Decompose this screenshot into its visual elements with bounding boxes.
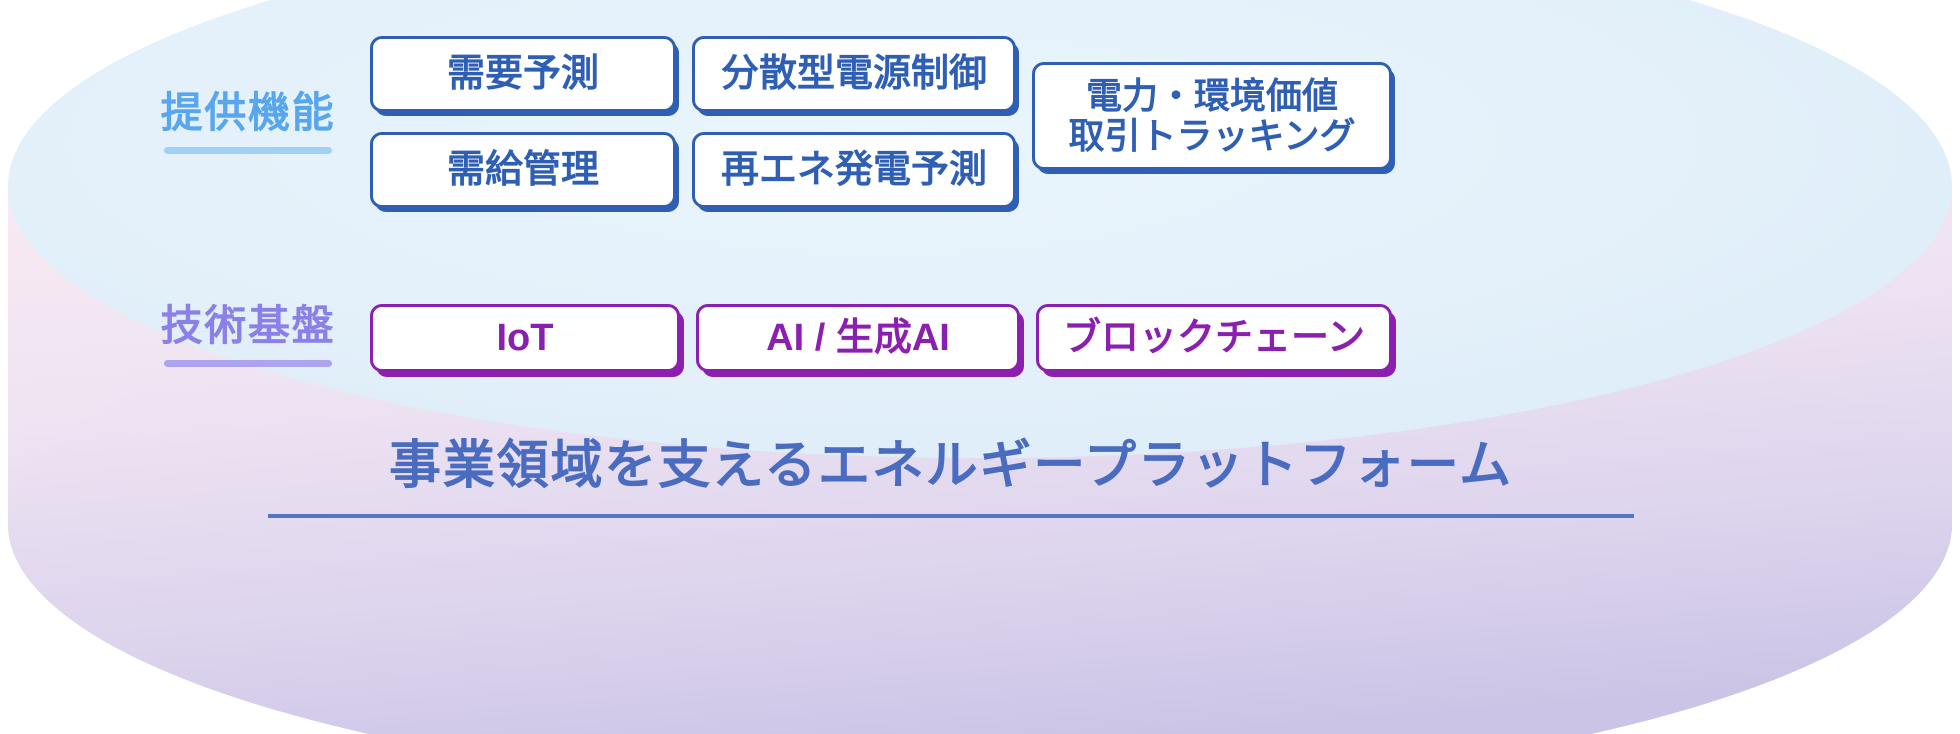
- row-label-functions-underline: [164, 147, 332, 154]
- function-box-demand-forecast[interactable]: 需要予測: [370, 36, 676, 112]
- function-box-power-env-value-tracking-label: 電力・環境価値 取引トラッキング: [1068, 74, 1356, 156]
- tech-box-iot-label: IoT: [496, 316, 554, 359]
- diagram-caption-underline: [268, 514, 1634, 518]
- function-box-renewable-forecast[interactable]: 再エネ発電予測: [692, 132, 1016, 208]
- function-box-renewable-forecast-label: 再エネ発電予測: [720, 148, 987, 191]
- tech-box-ai[interactable]: AI / 生成AI: [696, 304, 1020, 372]
- tech-box-iot[interactable]: IoT: [370, 304, 680, 372]
- row-label-tech-underline: [164, 360, 332, 367]
- function-box-demand-forecast-label: 需要予測: [446, 52, 599, 95]
- tech-box-blockchain[interactable]: ブロックチェーン: [1036, 304, 1392, 372]
- function-box-supply-demand-label: 需給管理: [446, 148, 599, 191]
- row-label-tech: 技術基盤: [148, 305, 348, 367]
- tech-box-ai-label: AI / 生成AI: [766, 316, 950, 359]
- function-box-supply-demand[interactable]: 需給管理: [370, 132, 676, 208]
- function-box-der-control[interactable]: 分散型電源制御: [692, 36, 1016, 112]
- row-label-functions: 提供機能: [148, 92, 348, 154]
- function-box-der-control-label: 分散型電源制御: [720, 52, 987, 95]
- diagram-caption: 事業領域を支えるエネルギープラットフォーム: [266, 440, 1636, 518]
- function-box-power-env-value-tracking[interactable]: 電力・環境価値 取引トラッキング: [1032, 62, 1392, 170]
- row-label-tech-text: 技術基盤: [160, 302, 336, 349]
- row-label-functions-text: 提供機能: [160, 89, 336, 136]
- diagram-caption-text: 事業領域を支えるエネルギープラットフォーム: [389, 437, 1513, 495]
- tech-box-blockchain-label: ブロックチェーン: [1062, 316, 1366, 359]
